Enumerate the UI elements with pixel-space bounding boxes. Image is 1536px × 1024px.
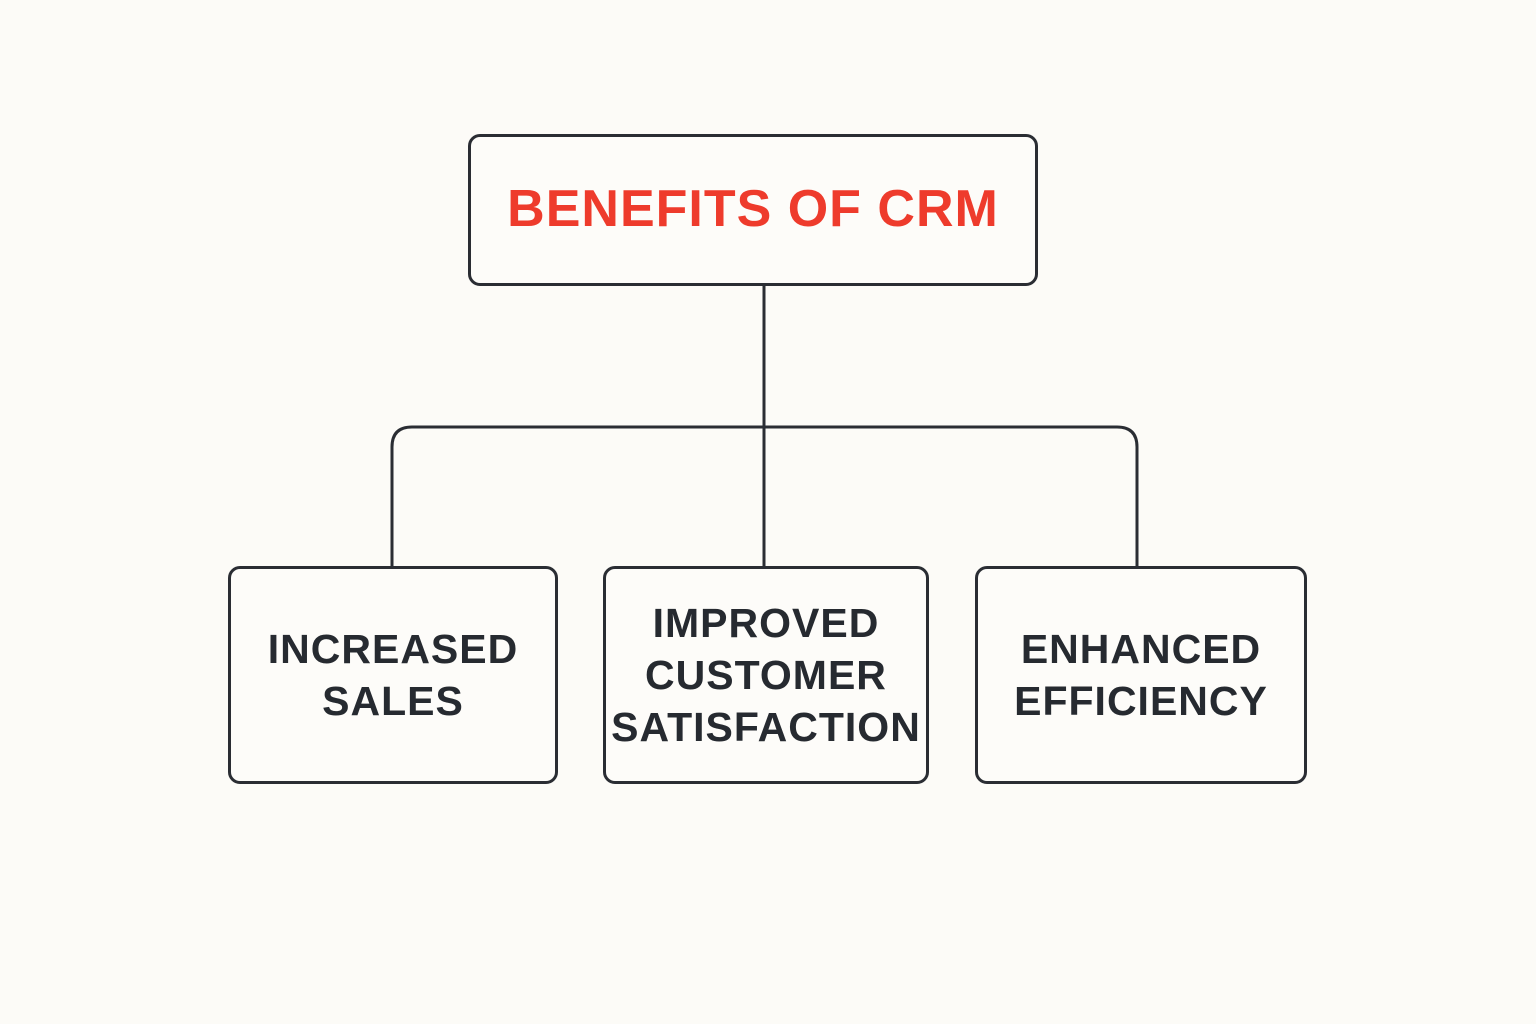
benefit-node-label: ENHANCED EFFICIENCY [1014,625,1268,724]
connector-branch-right [764,425,1139,566]
root-node-label: BENEFITS OF CRM [507,180,999,239]
benefit-node-customer-satisfaction: IMPROVED CUSTOMER SATISFACTION [603,566,929,784]
benefit-node-label: IMPROVED CUSTOMER SATISFACTION [611,599,921,751]
root-node: BENEFITS OF CRM [468,134,1038,286]
benefit-node-increased-sales: INCREASED SALES [228,566,558,784]
connector-branch-left [390,425,764,566]
benefit-node-label: INCREASED SALES [267,625,519,724]
benefit-node-enhanced-efficiency: ENHANCED EFFICIENCY [975,566,1307,784]
